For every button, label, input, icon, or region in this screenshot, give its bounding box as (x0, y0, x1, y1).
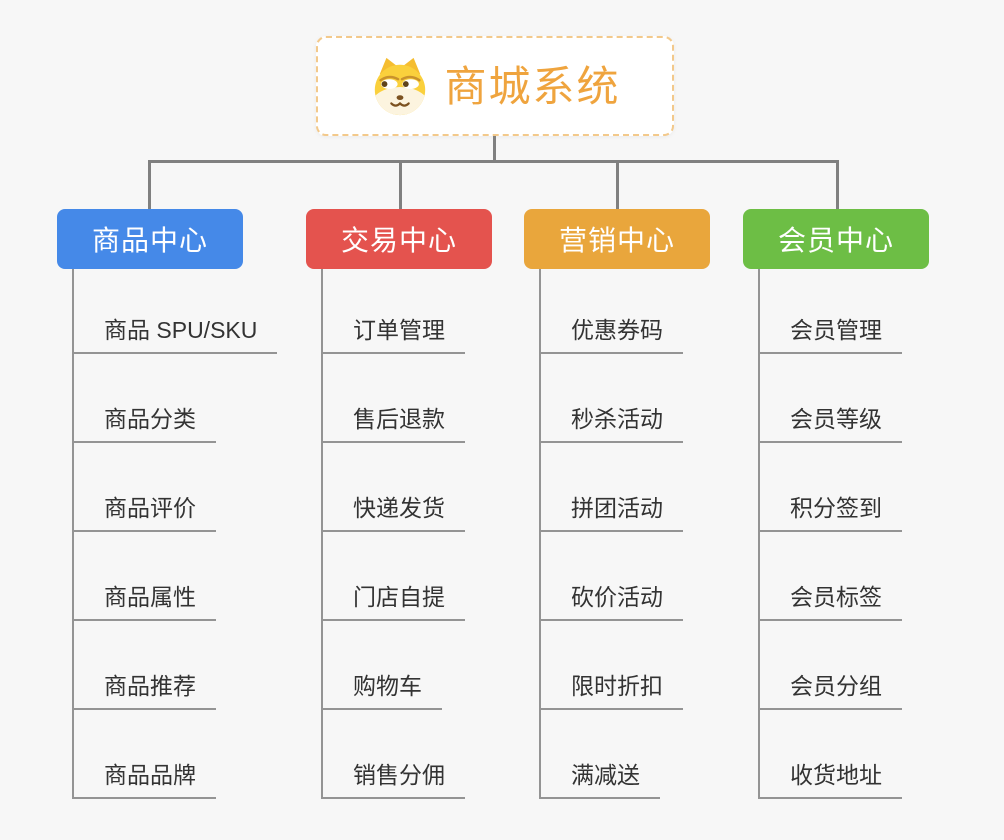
branch-product: 商品中心 商品 SPU/SKU 商品分类 商品评价 商品属性 商品推荐 商品品牌 (57, 209, 278, 799)
leaf-node[interactable]: 积分签到 (760, 443, 902, 532)
branch-marketing: 营销中心 优惠券码 秒杀活动 拼团活动 砍价活动 限时折扣 满减送 (524, 209, 710, 799)
leaf-node[interactable]: 快递发货 (323, 443, 465, 532)
connector-drop-trade (399, 160, 402, 209)
leaf-node[interactable]: 购物车 (323, 621, 442, 710)
leaf-node[interactable]: 商品评价 (74, 443, 216, 532)
branch-items-marketing: 优惠券码 秒杀活动 拼团活动 砍价活动 限时折扣 满减送 (539, 269, 683, 799)
leaf-node[interactable]: 商品属性 (74, 532, 216, 621)
leaf-node[interactable]: 商品推荐 (74, 621, 216, 710)
branch-items-member: 会员管理 会员等级 积分签到 会员标签 会员分组 收货地址 (758, 269, 902, 799)
leaf-node[interactable]: 收货地址 (760, 710, 902, 799)
connector-drop-product (148, 160, 151, 209)
connector-drop-member (836, 160, 839, 209)
branch-trade: 交易中心 订单管理 售后退款 快递发货 门店自提 购物车 销售分佣 (306, 209, 492, 799)
branch-header-member[interactable]: 会员中心 (743, 209, 929, 269)
leaf-node[interactable]: 商品分类 (74, 354, 216, 443)
branch-header-product[interactable]: 商品中心 (57, 209, 243, 269)
leaf-node[interactable]: 销售分佣 (323, 710, 465, 799)
doge-face-icon (369, 55, 431, 117)
branch-header-trade[interactable]: 交易中心 (306, 209, 492, 269)
root-node[interactable]: 商城系统 (316, 36, 674, 136)
leaf-node[interactable]: 拼团活动 (541, 443, 683, 532)
connector-bus (148, 160, 839, 163)
leaf-node[interactable]: 砍价活动 (541, 532, 683, 621)
leaf-node[interactable]: 限时折扣 (541, 621, 683, 710)
leaf-node[interactable]: 商品品牌 (74, 710, 216, 799)
leaf-node[interactable]: 秒杀活动 (541, 354, 683, 443)
connector-drop-marketing (616, 160, 619, 209)
leaf-node[interactable]: 门店自提 (323, 532, 465, 621)
branch-items-product: 商品 SPU/SKU 商品分类 商品评价 商品属性 商品推荐 商品品牌 (72, 269, 278, 799)
leaf-node[interactable]: 售后退款 (323, 354, 465, 443)
leaf-node[interactable]: 会员分组 (760, 621, 902, 710)
root-title: 商城系统 (444, 63, 621, 110)
branch-member: 会员中心 会员管理 会员等级 积分签到 会员标签 会员分组 收货地址 (743, 209, 929, 799)
branch-header-marketing[interactable]: 营销中心 (524, 209, 710, 269)
leaf-node[interactable]: 会员标签 (760, 532, 902, 621)
leaf-node[interactable]: 满减送 (541, 710, 660, 799)
leaf-node[interactable]: 商品 SPU/SKU (74, 269, 278, 354)
connector-root-stem (493, 136, 496, 163)
leaf-node[interactable]: 优惠券码 (541, 269, 683, 354)
leaf-node[interactable]: 会员等级 (760, 354, 902, 443)
leaf-node[interactable]: 订单管理 (323, 269, 465, 354)
branch-items-trade: 订单管理 售后退款 快递发货 门店自提 购物车 销售分佣 (321, 269, 465, 799)
leaf-node[interactable]: 会员管理 (760, 269, 902, 354)
